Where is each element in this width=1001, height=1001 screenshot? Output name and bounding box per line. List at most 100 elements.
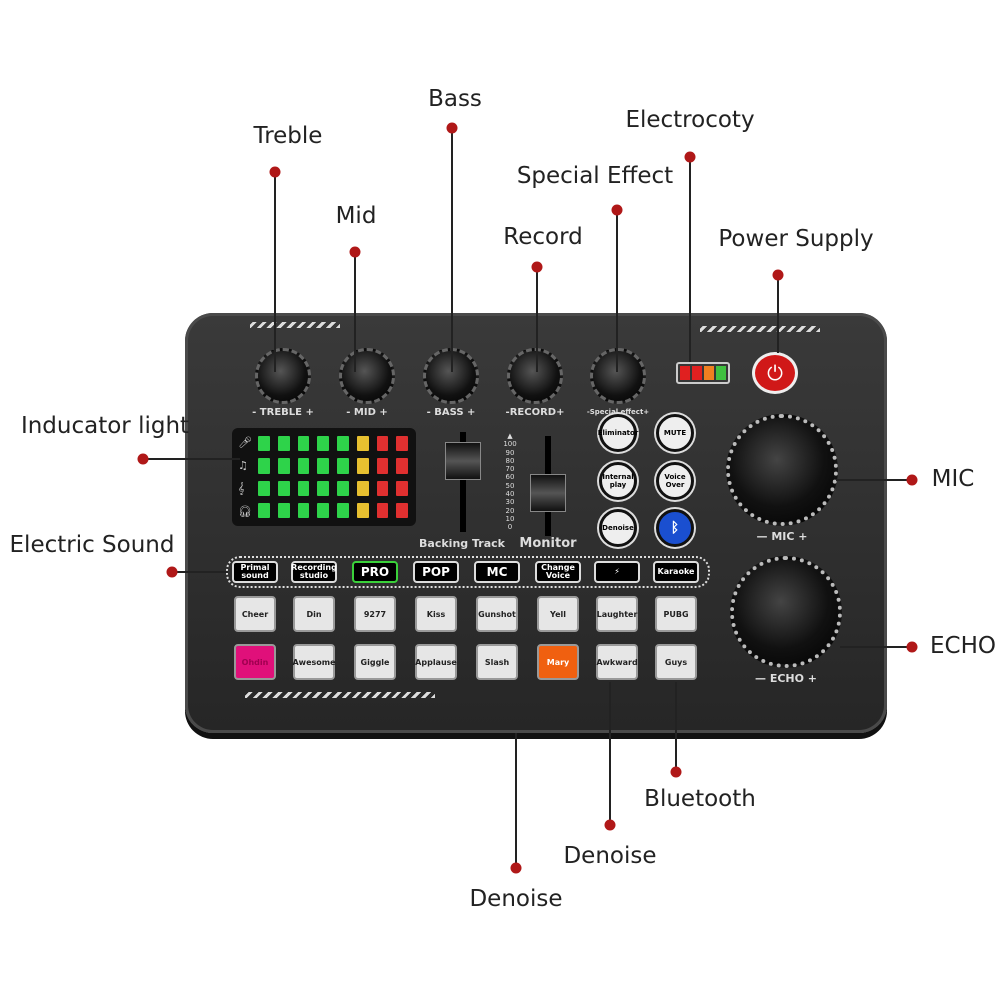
sound-pad-pubg[interactable]: PUBG <box>655 596 697 632</box>
led-segment <box>396 480 408 496</box>
internal-play-button[interactable]: Internal play <box>599 462 637 500</box>
voice-over-button[interactable]: Voice Over <box>656 462 694 500</box>
treble-knob-label: - TREBLE + <box>252 407 314 418</box>
effect-button-6[interactable]: Change Voice <box>535 561 581 583</box>
scale-tick-label: 90 <box>505 448 515 457</box>
backing-track-fader[interactable] <box>443 432 483 532</box>
monitor-fader[interactable] <box>528 436 568 536</box>
sound-pad-9277[interactable]: 9277 <box>354 596 396 632</box>
led-segment <box>317 502 329 518</box>
callout-denoise: Denoise <box>563 843 657 869</box>
led-segment <box>297 502 310 518</box>
callout-mid: Mid <box>335 203 377 229</box>
led-segment <box>277 458 290 474</box>
led-segment <box>317 436 329 452</box>
led-segment <box>396 502 408 518</box>
sound-pad-mary[interactable]: Mary <box>537 644 579 680</box>
scale-tick-label: 20 <box>505 506 515 515</box>
sound-pad-ohdin[interactable]: Ohdin <box>234 644 276 680</box>
treble-knob[interactable] <box>255 348 311 404</box>
power-button[interactable]: ⏻ <box>752 352 798 394</box>
led-segment <box>376 458 389 474</box>
record-knob[interactable] <box>507 348 563 404</box>
power-icon: ⏻ <box>767 361 783 385</box>
scale-tick-label: 100 <box>503 440 517 449</box>
led-segment <box>317 458 329 474</box>
callout-record: Record <box>503 224 583 250</box>
mic-knob[interactable] <box>726 414 838 526</box>
led-segment <box>356 480 369 496</box>
led-segment <box>337 502 349 518</box>
led-segment <box>337 436 349 452</box>
sound-pad-guys[interactable]: Guys <box>655 644 697 680</box>
effect-button-8[interactable]: Karaoke <box>653 561 699 583</box>
scale-tick-label: 70 <box>505 465 515 474</box>
bass-knob-label: - BASS + <box>426 407 476 418</box>
led-segment <box>317 480 329 496</box>
led-segment <box>396 436 408 452</box>
monitor-label: Monitor <box>519 536 577 551</box>
eliminator-button[interactable]: Eliminator <box>598 414 638 452</box>
sound-pad-yell[interactable]: Yell <box>537 596 579 632</box>
led-segment <box>297 458 310 474</box>
sound-pad-laughter[interactable]: Laughter <box>596 596 638 632</box>
sound-pad-gunshot[interactable]: Gunshot <box>476 596 518 632</box>
callout-bass: Bass <box>428 86 482 112</box>
scale-tick-label: 50 <box>505 481 515 490</box>
led-segment <box>337 458 349 474</box>
scale-tick-label: 0 <box>507 523 513 532</box>
led-segment <box>258 502 270 518</box>
sound-pad-awesome[interactable]: Awesome <box>292 644 336 680</box>
callout-bluetooth: Bluetooth <box>644 786 756 812</box>
callout-echo: ECHO <box>930 633 996 659</box>
sound-pad-awkward[interactable]: Awkward <box>596 644 638 680</box>
sound-pad-applause[interactable]: Applause <box>415 644 457 680</box>
callout-mic: MIC <box>931 466 975 492</box>
led-segment <box>356 458 369 474</box>
scale-tick-label: 40 <box>505 490 515 499</box>
effect-button-7[interactable]: ⚡ <box>594 561 640 583</box>
led-segment <box>258 436 270 452</box>
denoise-button[interactable]: Denoise <box>599 509 637 547</box>
led-segment <box>376 480 389 496</box>
led-segment <box>356 436 369 452</box>
echo-knob[interactable] <box>730 556 842 668</box>
indicator-led-panel <box>232 428 416 526</box>
treble-clef-icon: 𝄞 <box>238 482 245 495</box>
sound-pad-cheer[interactable]: Cheer <box>234 596 276 632</box>
led-segment <box>376 502 389 518</box>
led-segment <box>297 436 310 452</box>
sound-pad-slash[interactable]: Slash <box>476 644 518 680</box>
music-icon: ♫ <box>238 459 248 472</box>
bluetooth-icon: ᛒ <box>670 520 680 536</box>
effect-button-5[interactable]: MC <box>474 561 520 583</box>
effect-button-1[interactable]: Primal sound <box>232 561 278 583</box>
led-segment <box>277 502 290 518</box>
decor-stripe <box>250 322 340 328</box>
callout-electric-sound: Electric Sound <box>9 532 175 558</box>
decor-stripe <box>245 692 435 698</box>
effect-button-4[interactable]: POP <box>413 561 459 583</box>
sound-pad-kiss[interactable]: Kiss <box>415 596 457 632</box>
led-segment <box>277 436 290 452</box>
led-segment <box>376 436 389 452</box>
led-segment <box>396 458 408 474</box>
sound-pad-giggle[interactable]: Giggle <box>354 644 396 680</box>
scale-tick-label: 10 <box>505 514 515 523</box>
sound-pad-din[interactable]: Din <box>293 596 335 632</box>
led-segment <box>277 480 290 496</box>
echo-knob-label: — ECHO + <box>754 672 818 685</box>
special-effect-knob[interactable] <box>590 348 646 404</box>
mute-button[interactable]: MUTE <box>656 414 694 452</box>
effect-button-3[interactable]: PRO <box>352 561 398 583</box>
mid-knob-label: - MID + <box>346 407 388 418</box>
led-segment <box>337 480 349 496</box>
led-segment <box>356 502 369 518</box>
decor-stripe <box>700 326 820 332</box>
callout-indicator-light: Inducator light <box>20 413 190 439</box>
effect-button-2[interactable]: Recording studio <box>291 561 337 583</box>
mid-knob[interactable] <box>339 348 395 404</box>
bluetooth-button[interactable]: ᛒ <box>656 509 694 547</box>
callout-special-effect: Special Effect <box>516 163 674 189</box>
